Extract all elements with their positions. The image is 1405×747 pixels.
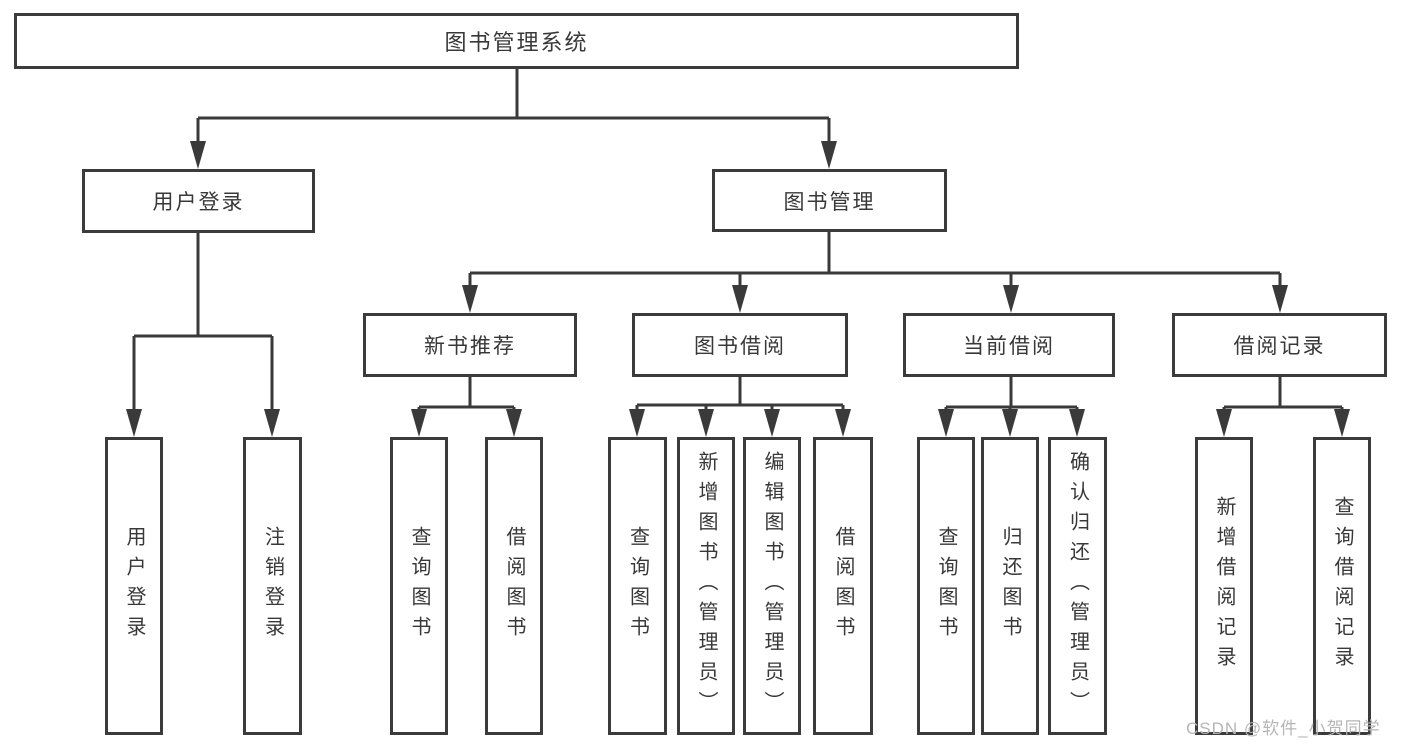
- watermark-text: CSDN @软件_小贺同学: [1186, 719, 1381, 738]
- leaf-add-borrow-record-label: 新增借阅记录: [1213, 496, 1235, 676]
- node-book-borrow-label: 图书借阅: [694, 335, 786, 358]
- leaf-edit-books-admin-label: 编辑图书（管理员）: [761, 451, 783, 721]
- leaf-query-borrow-record-label: 查询借阅记录: [1331, 496, 1353, 676]
- leaf-confirm-return-admin-label: 确认归还（管理员）: [1066, 451, 1089, 721]
- arrowheads: [126, 141, 1350, 437]
- leaf-confirm-return-admin: 确认归还（管理员）: [1048, 437, 1107, 735]
- node-root-label: 图书管理系统: [444, 30, 589, 55]
- node-new-book-recommend: 新书推荐: [363, 313, 577, 377]
- node-borrow-records-label: 借阅记录: [1233, 335, 1326, 358]
- node-user-login-label: 用户登录: [152, 191, 245, 214]
- node-book-borrow: 图书借阅: [632, 313, 848, 377]
- node-current-borrow: 当前借阅: [903, 313, 1115, 377]
- leaf-recommend-borrow-books-label: 借阅图书: [503, 526, 525, 646]
- leaf-borrow-query-books: 查询图书: [608, 437, 667, 735]
- leaf-user-login-label: 用户登录: [123, 526, 145, 646]
- node-borrow-records: 借阅记录: [1172, 313, 1387, 377]
- leaf-add-books-admin-label: 新增图书（管理员）: [695, 451, 717, 721]
- leaf-borrow-query-books-label: 查询图书: [626, 526, 649, 646]
- leaf-logout-label: 注销登录: [261, 526, 284, 646]
- leaf-user-login: 用户登录: [105, 437, 163, 735]
- leaf-recommend-query-books: 查询图书: [390, 437, 448, 735]
- leaf-edit-books-admin: 编辑图书（管理员）: [743, 437, 801, 735]
- leaf-borrow-books-label: 借阅图书: [832, 526, 854, 646]
- leaf-current-query-books-label: 查询图书: [935, 526, 957, 646]
- leaf-add-books-admin: 新增图书（管理员）: [677, 437, 735, 735]
- leaf-borrow-books: 借阅图书: [813, 437, 873, 735]
- node-user-login: 用户登录: [82, 169, 315, 233]
- leaf-query-borrow-record: 查询借阅记录: [1313, 437, 1371, 735]
- leaf-add-borrow-record: 新增借阅记录: [1195, 437, 1253, 735]
- node-book-management-label: 图书管理: [783, 190, 876, 214]
- leaf-recommend-query-books-label: 查询图书: [408, 526, 430, 646]
- leaf-return-books-label: 归还图书: [999, 526, 1021, 646]
- leaf-return-books: 归还图书: [981, 437, 1039, 735]
- node-current-borrow-label: 当前借阅: [963, 335, 1055, 358]
- node-root: 图书管理系统: [14, 13, 1019, 69]
- leaf-current-query-books: 查询图书: [917, 437, 975, 735]
- node-new-book-recommend-label: 新书推荐: [424, 335, 516, 358]
- leaf-logout: 注销登录: [243, 437, 302, 735]
- node-book-management: 图书管理: [712, 169, 947, 232]
- leaf-recommend-borrow-books: 借阅图书: [485, 437, 543, 735]
